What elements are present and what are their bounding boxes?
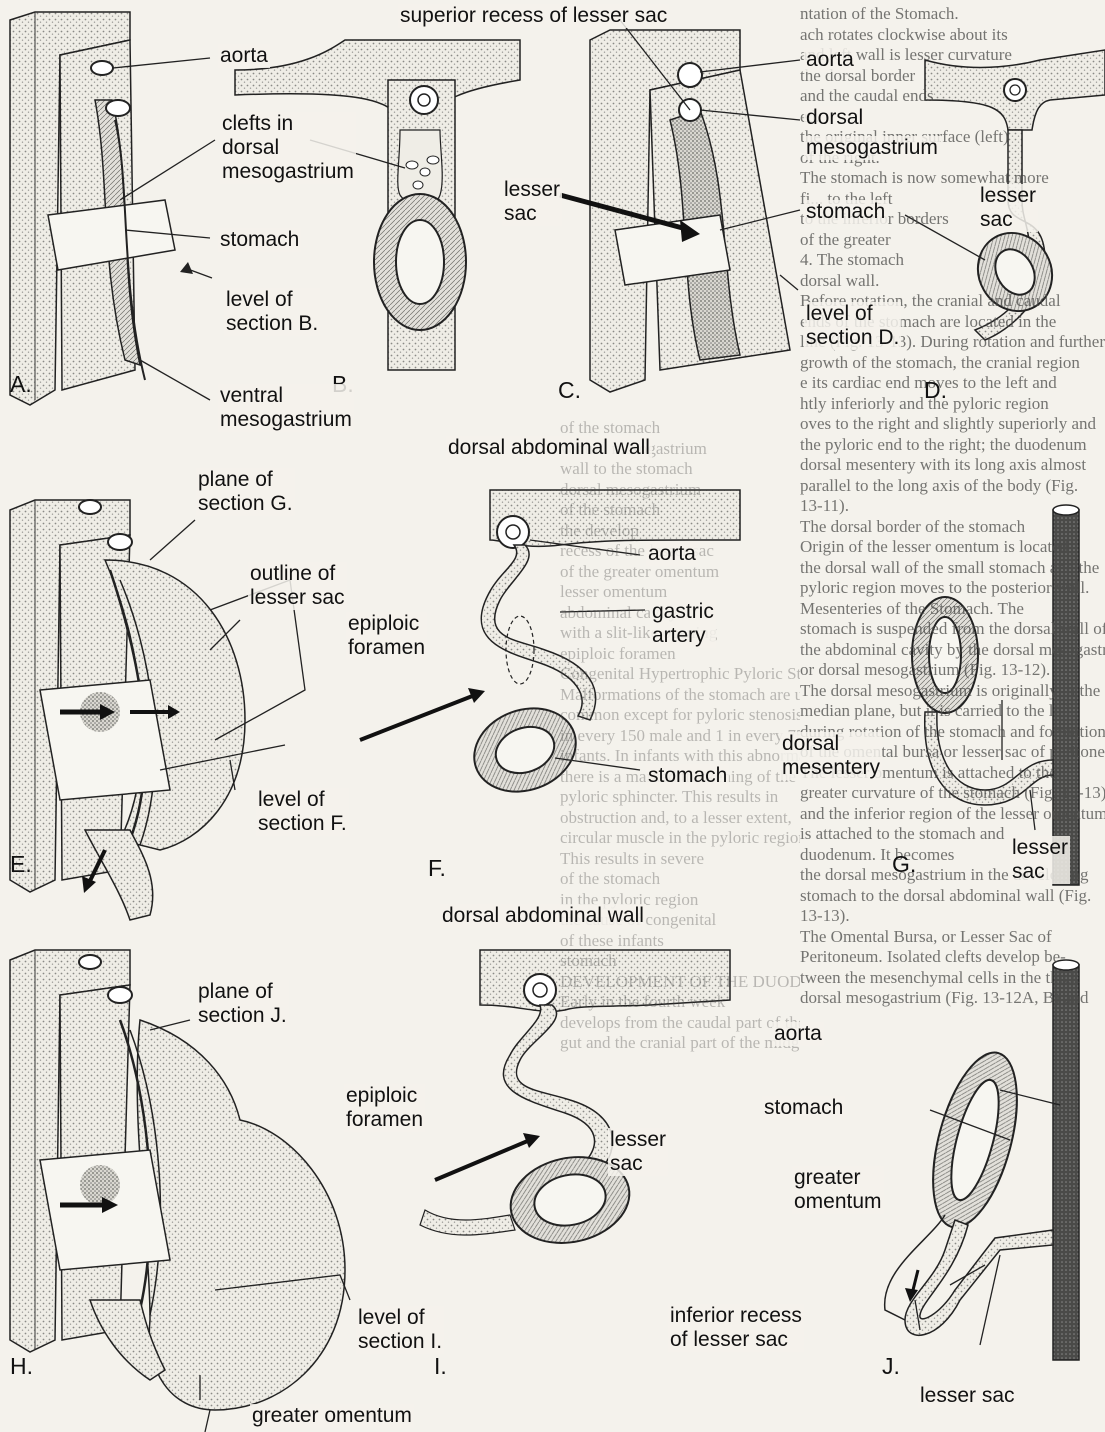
background-text-line: of the greater (800, 230, 1105, 251)
label-superior-recess: superior recess of lesser sac (398, 4, 669, 28)
panel-letter-f: F. (426, 856, 448, 880)
background-text-line: dorsal mesogastrium (Fig. 13-12A, B) and (800, 988, 1105, 1009)
panel-letter-e: E. (8, 852, 34, 876)
label-a-aorta: aorta (218, 44, 270, 68)
label-f-dorsal-wall: dorsal abdominal wall (446, 436, 652, 460)
label-d-aorta: aorta (804, 48, 856, 72)
label-f-aorta: aorta (646, 542, 698, 566)
background-text-line: oves to the right and slightly superiorl… (800, 414, 1105, 435)
background-text-line: ntation of the Stomach. (800, 4, 1105, 25)
background-text-line: e its cardiac end moves to the left and (800, 373, 1105, 394)
background-text-line: dorsal wall. (800, 271, 1105, 292)
background-text-mid-line: of the stomach (560, 500, 800, 521)
panel-letter-h: H. (8, 1354, 35, 1378)
background-text-line: htly inferiorly and the pyloric region (800, 394, 1105, 415)
label-j-stomach: stomach (762, 1096, 845, 1120)
label-e-plane-g: plane of section G. (196, 468, 295, 516)
label-a-stomach: stomach (218, 228, 301, 252)
background-text-mid-line: in every 150 male and 1 in every 750 fem… (560, 726, 800, 747)
background-text-mid-line: DEVELOPMENT OF THE DUODENUM (560, 972, 800, 993)
label-h-plane-j: plane of section J. (196, 980, 289, 1028)
background-text-mid-line: Malformations of the stomach are un- (560, 685, 800, 706)
label-j-inferior-recess: inferior recess of lesser sac (668, 1304, 804, 1352)
background-text-mid-line: Early in the fourth week (560, 992, 800, 1013)
panel-h-drawing (10, 950, 350, 1432)
background-text-line: 13-11). (800, 496, 1105, 517)
label-b-lesser-sac: lesser sac (502, 178, 562, 226)
label-c-dorsal: dorsal (804, 106, 865, 130)
background-text-line: stomach is suspended from the dorsal wal… (800, 619, 1105, 640)
panel-a-drawing (10, 12, 215, 405)
label-d-lesser-sac: lesser sac (978, 184, 1038, 232)
background-text-line: dorsal mesentery with its long axis almo… (800, 455, 1105, 476)
background-text-line: and the caudal ends (800, 86, 1105, 107)
background-text-mid-line: Congenital Hypertrophic Pyloric Stenosis (560, 664, 800, 685)
background-text-line: growth of the stomach, the cranial regio… (800, 353, 1105, 374)
label-a-ventral: ventral mesogastrium (218, 384, 354, 432)
label-f-epiploic: epiploic foramen (346, 612, 427, 660)
background-text-line: The Omental Bursa, or Lesser Sac of (800, 927, 1105, 948)
panel-letter-d: D. (922, 378, 949, 402)
background-text-line: The stomach is now somewhat more (800, 168, 1105, 189)
label-f-gastric-artery: gastric artery (650, 600, 716, 648)
background-text-line: pyloric region moves to the posterior wa… (800, 578, 1105, 599)
label-a-level-b: level of section B. (224, 288, 320, 336)
background-text-mid-line: common except for pyloric stenosis. It a… (560, 705, 800, 726)
background-text-mid-line: This results in severe (560, 849, 800, 870)
background-text-line: 13-13). (800, 906, 1105, 927)
background-text-mid-line: stomach (560, 951, 800, 972)
label-i-epiploic: epiploic foramen (344, 1084, 425, 1132)
label-j-greater-omentum: greater omentum (792, 1166, 884, 1214)
panel-letter-i: I. (432, 1354, 449, 1378)
label-d-mesogastrium: mesogastrium (804, 136, 940, 160)
background-text-line: tween the mesenchymal cells in the thick (800, 968, 1105, 989)
background-text-line: ach rotates clockwise about its (800, 25, 1105, 46)
label-c-level-d: level of section D. (804, 302, 901, 350)
label-f-stomach: stomach (646, 764, 729, 788)
label-h-greater-omentum: greater omentum (250, 1404, 414, 1428)
label-g-dorsal-mesentery: dorsal mesentery (780, 732, 882, 780)
label-e-outline: outline of lesser sac (248, 562, 347, 610)
label-e-level-f: level of section F. (256, 788, 349, 836)
background-text-mid-line: pyloric sphincter. This results in (560, 787, 800, 808)
background-text-line: the dorsal wall of the small stomach and… (800, 558, 1105, 579)
panel-letter-j: J. (880, 1354, 902, 1378)
background-text-mid-line: dorsal mesogastrium (560, 480, 800, 501)
label-j-lesser-sac: lesser sac (918, 1384, 1017, 1408)
panel-letter-g: G. (890, 852, 918, 876)
background-text-line: Peritoneum. Isolated clefts develop be- (800, 947, 1105, 968)
background-text-mid-line: of these infants (560, 931, 800, 952)
label-a-clefts: clefts in dorsal mesogastrium (220, 112, 356, 184)
label-i-level: level of section I. (356, 1306, 444, 1354)
label-i-dorsal-wall: dorsal abdominal wall (440, 904, 646, 928)
background-text-mid-line: develops from the caudal part of the for… (560, 1013, 800, 1034)
background-text-line: and the inferior region of the lesser om… (800, 804, 1105, 825)
background-text-line: The dorsal border of the stomach (800, 517, 1105, 538)
panel-letter-a: A. (8, 372, 34, 396)
background-text-mid-line: gut and the cranial part of the midgut (560, 1033, 800, 1054)
background-text-mid-line: the develop (560, 521, 800, 542)
label-g-lesser-sac: lesser sac (1010, 836, 1070, 884)
background-text-line: the pyloric end to the right; the duoden… (800, 435, 1105, 456)
background-text-line: stomach to the dorsal abdominal wall (Fi… (800, 886, 1105, 907)
background-text-line: the abdominal cavity by the dorsal mesog… (800, 640, 1105, 661)
background-text-mid-line: wall to the stomach (560, 459, 800, 480)
background-text-mid-line: obstruction and, to a lesser extent, (560, 808, 800, 829)
label-i-lesser-sac: lesser sac (608, 1128, 668, 1176)
background-text-line: greater curvature of the stomach (Fig. 1… (800, 783, 1105, 804)
background-text-mid-line: circular muscle in the pyloric region (560, 828, 800, 849)
label-j-aorta: aorta (772, 1022, 824, 1046)
panel-c-drawing (560, 20, 800, 392)
panel-letter-c: C. (556, 378, 583, 402)
background-text-mid-line: of the stomach (560, 869, 800, 890)
background-text-line: parallel to the long axis of the body (F… (800, 476, 1105, 497)
background-text-line: The dorsal mesogastrium is originally in… (800, 681, 1105, 702)
background-text-line: or dorsal mesogastrium (Fig. 13-12). (800, 660, 1105, 681)
label-c-stomach: stomach (804, 200, 887, 224)
background-text-line: 4. The stomach (800, 250, 1105, 271)
background-text-line: Mesenteries of the Stomach. The (800, 599, 1105, 620)
background-text-line: median plane, but it is carried to the l… (800, 701, 1105, 722)
background-text-line: Origin of the lesser omentum is located (800, 537, 1105, 558)
